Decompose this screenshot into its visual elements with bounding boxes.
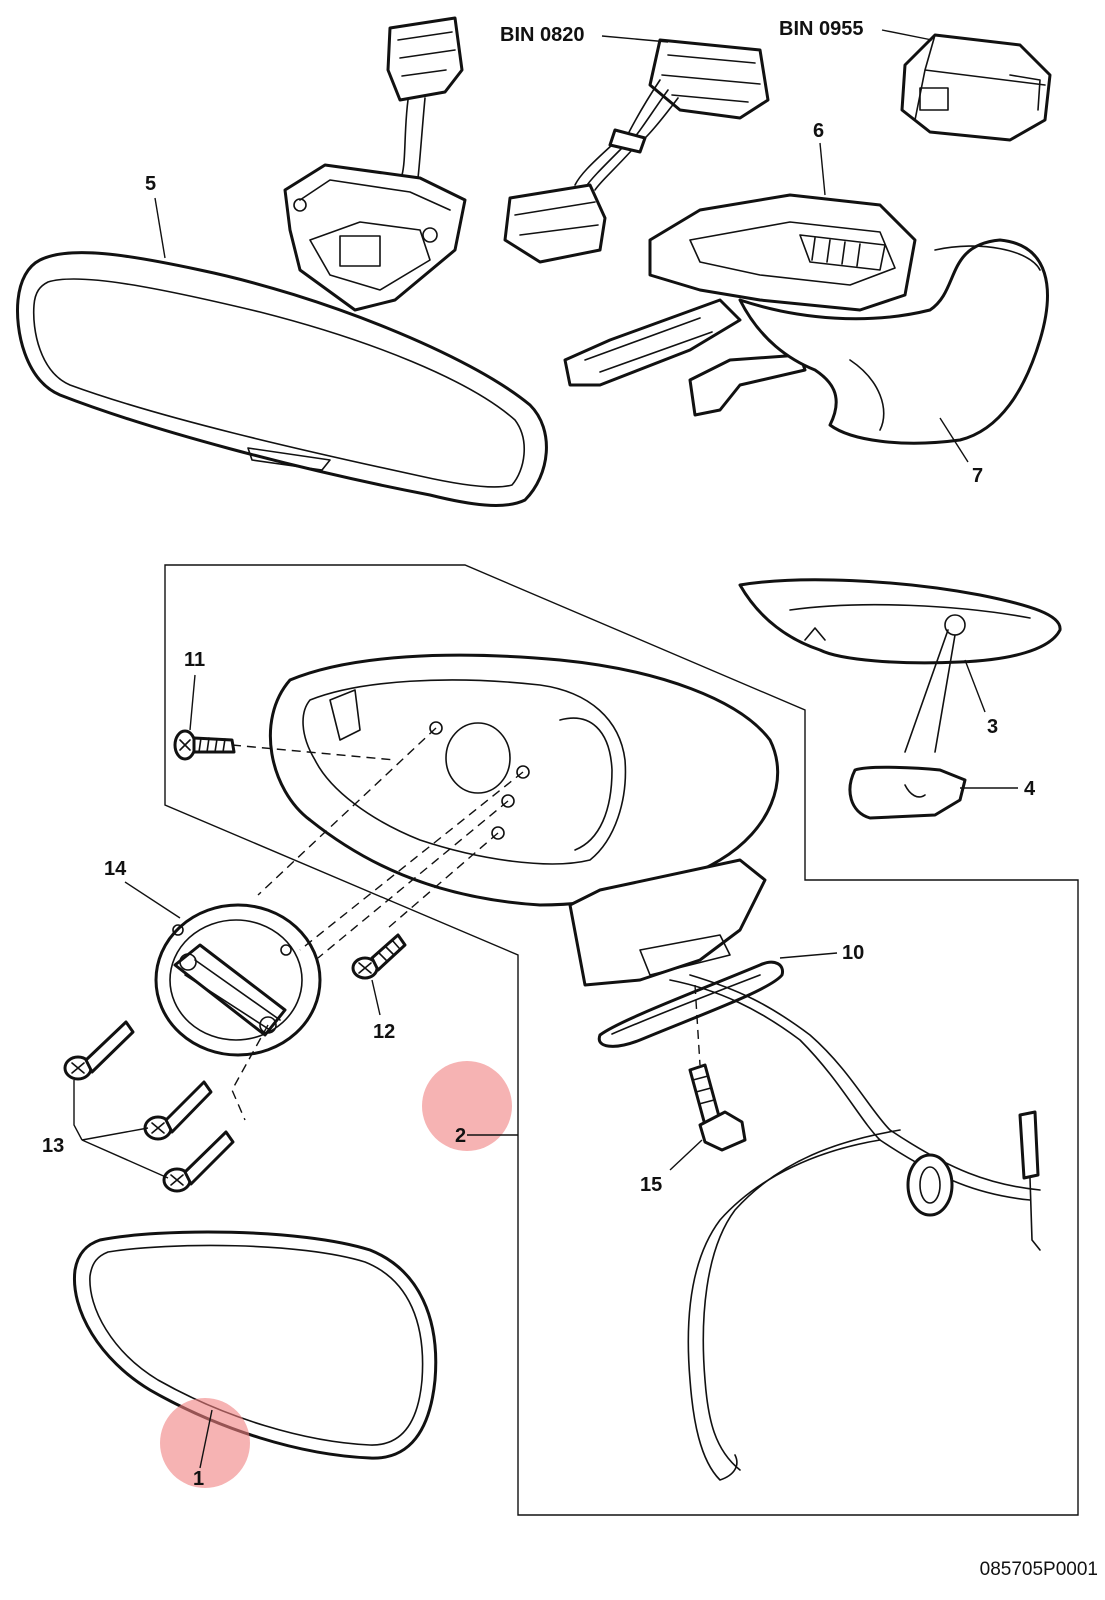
callout-7: 7: [972, 465, 983, 487]
lamp-lens-cover: [738, 578, 1062, 665]
mirror-glass: [72, 1230, 438, 1460]
mirror-housing: [268, 653, 780, 987]
screw-12: [351, 933, 407, 980]
assembly-lines: [231, 727, 701, 1121]
bin-0955-module: [900, 33, 1052, 142]
callout-10: 10: [842, 942, 864, 964]
screw-11: [173, 729, 236, 761]
highlight-circle-2: [422, 1061, 512, 1151]
bolt-15: [688, 1063, 747, 1152]
label-bin-0955: BIN 0955: [779, 18, 864, 40]
callout-15: 15: [640, 1174, 662, 1196]
callout-2: 2: [455, 1125, 466, 1147]
callout-12: 12: [373, 1021, 395, 1043]
callout-4: 4: [1024, 778, 1036, 800]
callout-6: 6: [813, 120, 824, 142]
interior-mirror: [16, 251, 548, 507]
wiring-harness: [669, 974, 1041, 1481]
leader-lines: [73, 29, 1018, 1469]
callout-11: 11: [184, 649, 205, 671]
gasket: [597, 960, 785, 1048]
label-bin-0820: BIN 0820: [500, 24, 585, 46]
mirror-mount-bracket: [283, 163, 467, 312]
mirror-harness-connector: [386, 16, 464, 179]
bin-0820-connector: [503, 38, 770, 264]
adjuster-motor: [154, 903, 322, 1057]
callout-1: 1: [193, 1468, 204, 1490]
callout-14: 14: [104, 858, 127, 880]
callout-5: 5: [145, 173, 156, 195]
exploded-frame: [164, 564, 1079, 1516]
bulb: [848, 629, 967, 820]
document-number: 085705P0001: [980, 1559, 1098, 1580]
callout-3: 3: [987, 716, 998, 738]
mirror-cover-lower: [738, 238, 1049, 445]
callout-13: 13: [42, 1135, 64, 1157]
mirror-cover-upper: [563, 193, 917, 417]
